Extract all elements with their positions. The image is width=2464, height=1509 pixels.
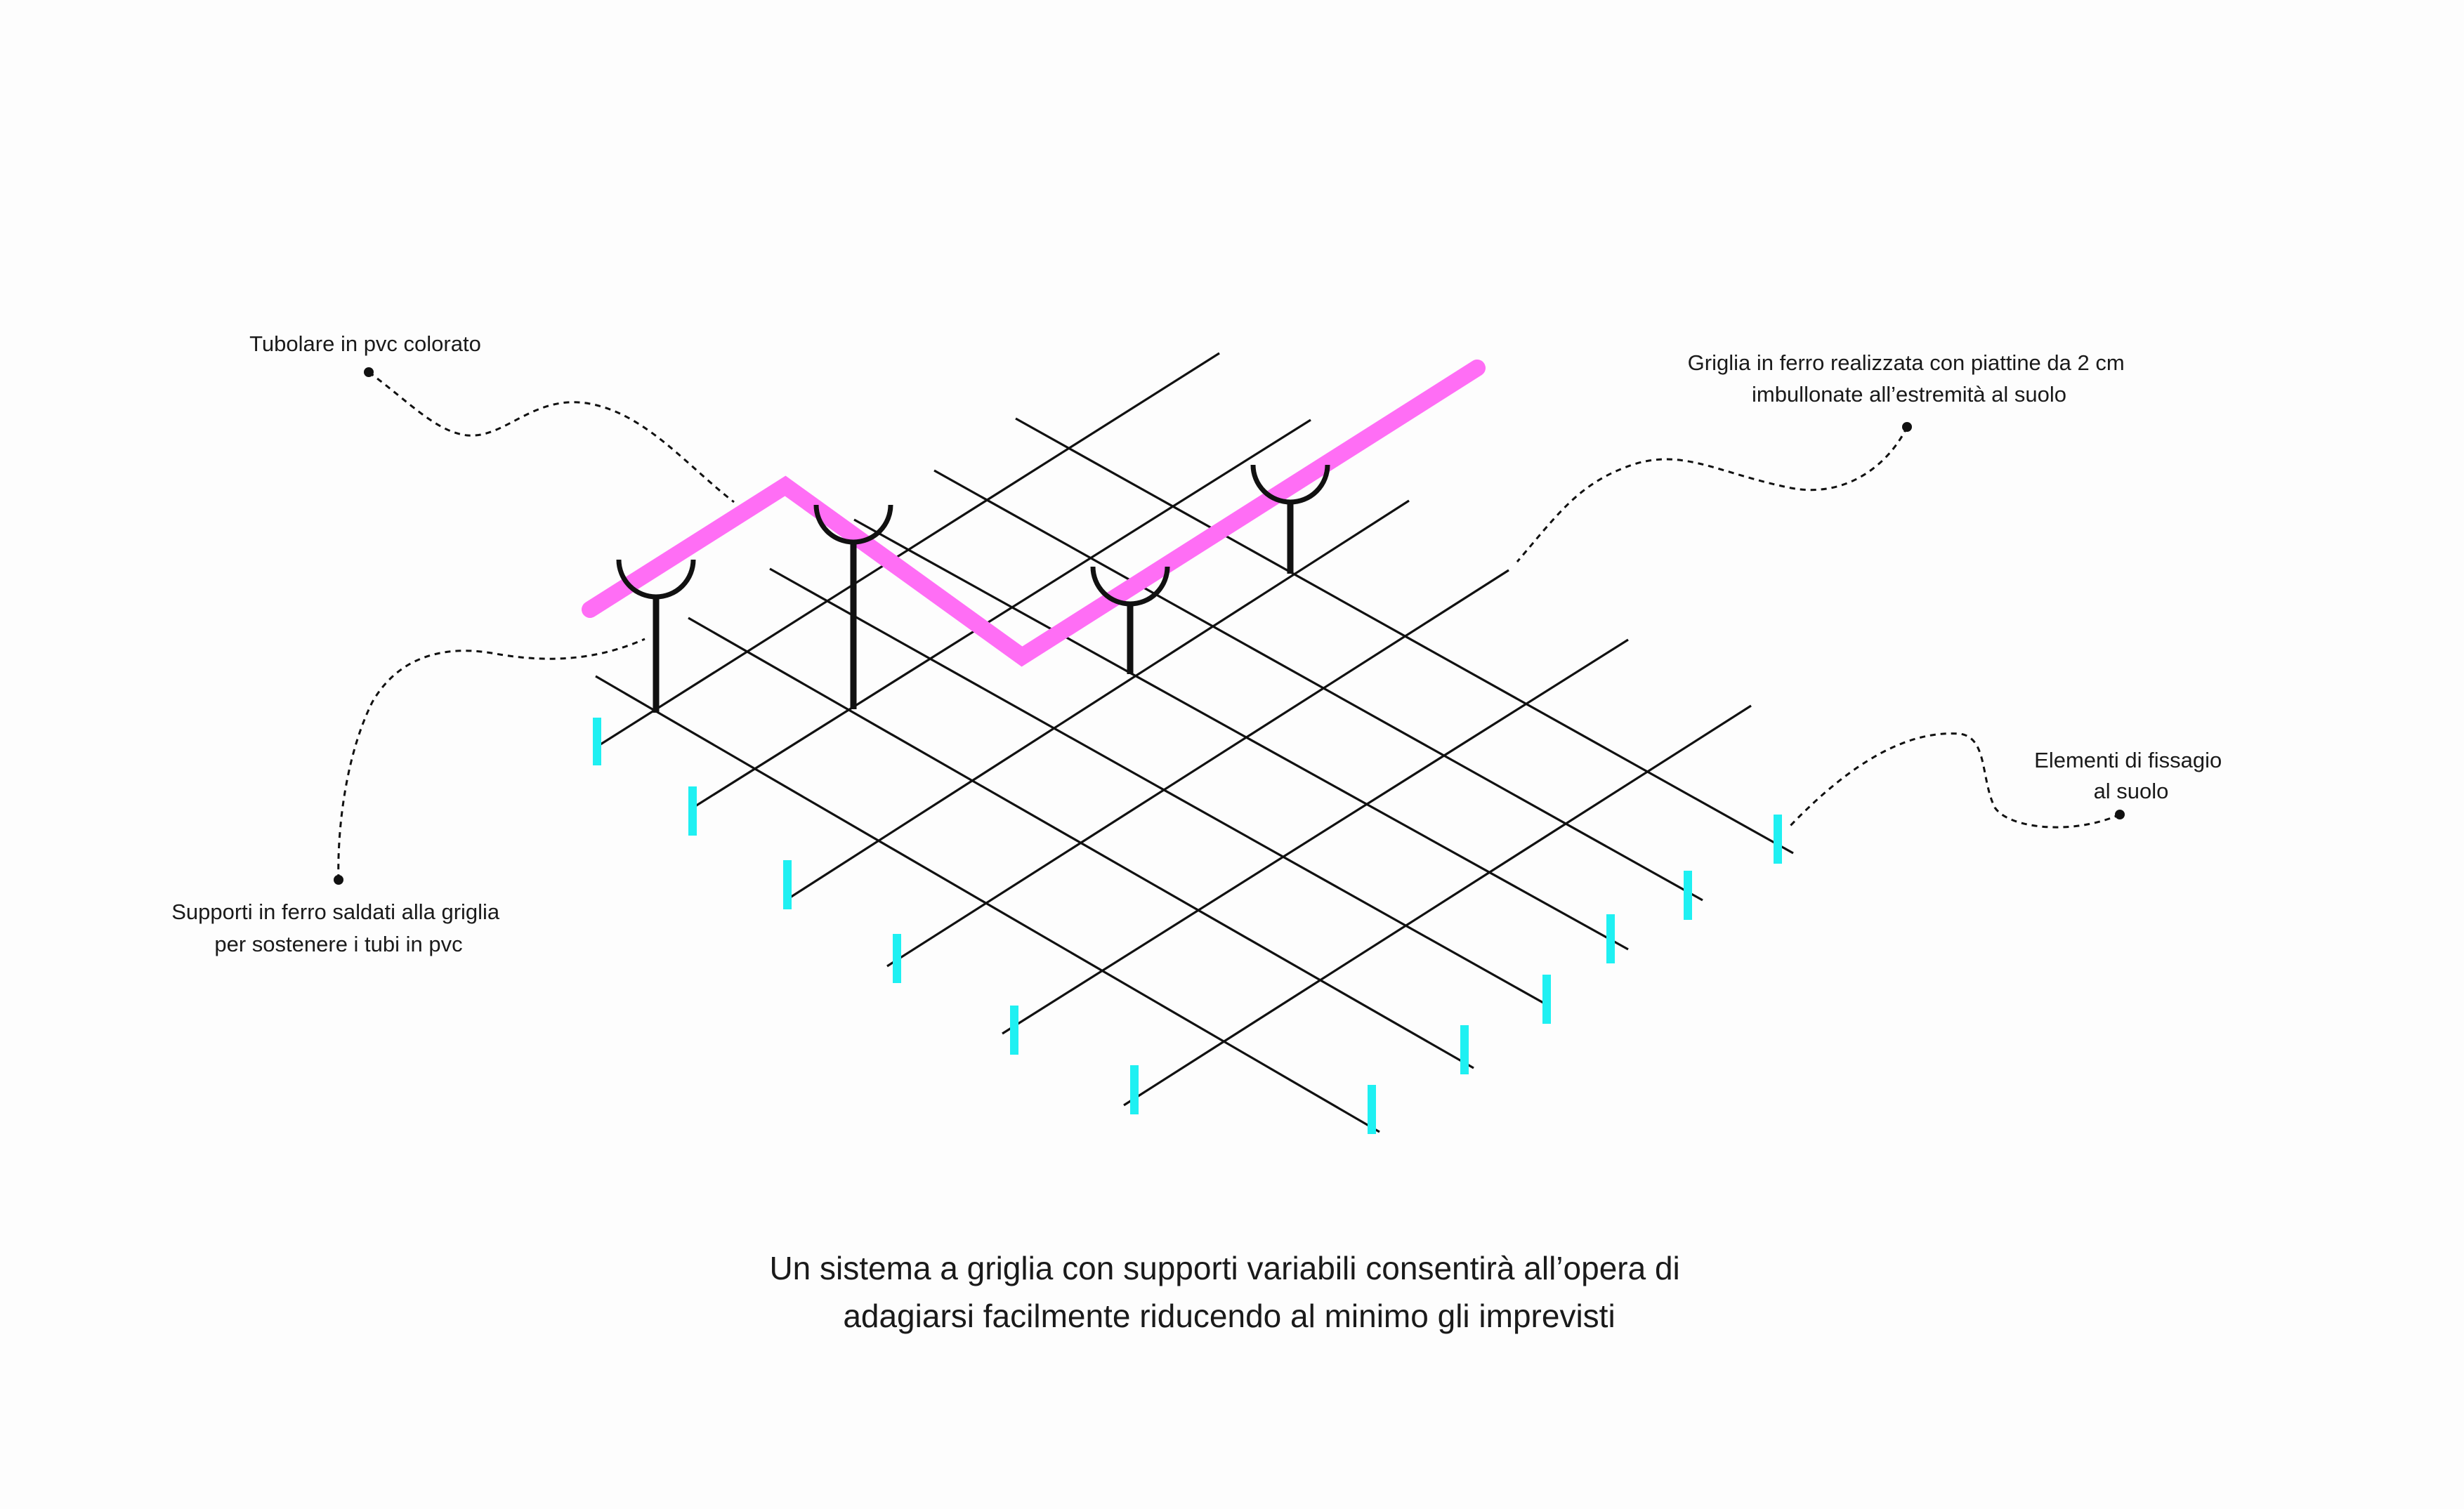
grid-line-se-5 bbox=[688, 617, 1474, 1069]
label-supports-line-2: per sostenere i tubi in pvc bbox=[214, 932, 462, 956]
leader-dot-supports bbox=[334, 875, 343, 885]
label-pvc-tube: Tubolare in pvc colorato bbox=[249, 331, 481, 356]
grid-line-ne-3 bbox=[789, 499, 1410, 899]
grid-line-se-1 bbox=[1015, 417, 1794, 855]
ground-anchors bbox=[593, 718, 1782, 1134]
pvc-tube bbox=[582, 360, 1486, 667]
grid-line-ne-2 bbox=[695, 419, 1311, 808]
label-ground-anchors: Elementi di fissagio al suolo bbox=[2034, 748, 2228, 803]
leader-pvc-tube bbox=[368, 371, 735, 503]
label-ground-anchors-line-1: Elementi di fissagio bbox=[2034, 748, 2222, 772]
caption-line-1: Un sistema a griglia con supporti variab… bbox=[769, 1250, 1679, 1286]
label-pvc-tube-line-1: Tubolare in pvc colorato bbox=[249, 331, 481, 356]
iron-grid bbox=[595, 352, 1794, 1133]
grid-line-ne-6 bbox=[1123, 704, 1752, 1107]
leader-lines bbox=[334, 367, 2125, 885]
grid-line-ne-5 bbox=[1002, 638, 1629, 1035]
label-supports-line-1: Supporti in ferro saldati alla griglia bbox=[171, 900, 500, 924]
leader-ground-anchors bbox=[1786, 732, 2121, 830]
support-cradle bbox=[1090, 566, 1170, 607]
support-cradle bbox=[813, 504, 893, 545]
caption-line-2: adagiarsi facilmente riducendo al minimo… bbox=[843, 1298, 1615, 1334]
support-cradle bbox=[616, 559, 696, 600]
grid-line-se-2 bbox=[933, 469, 1703, 902]
grid-line-ne-1 bbox=[600, 352, 1220, 746]
leader-dot-ground-anchors bbox=[2115, 810, 2125, 819]
label-iron-grid-line-1: Griglia in ferro realizzata con piattine… bbox=[1688, 350, 2125, 375]
leader-iron-grid bbox=[1516, 426, 1908, 562]
label-supports: Supporti in ferro saldati alla griglia p… bbox=[171, 900, 506, 956]
grid-line-se-4 bbox=[769, 567, 1550, 1008]
support-post bbox=[1090, 566, 1170, 674]
caption: Un sistema a griglia con supporti variab… bbox=[769, 1250, 1689, 1334]
label-iron-grid: Griglia in ferro realizzata con piattine… bbox=[1688, 350, 2131, 407]
support-cradle bbox=[1250, 464, 1330, 505]
support-post bbox=[813, 504, 893, 709]
leader-supports bbox=[337, 638, 646, 881]
grid-line-se-6 bbox=[595, 675, 1380, 1133]
supports bbox=[616, 464, 1330, 713]
leader-dot-pvc-tube bbox=[364, 367, 374, 377]
label-ground-anchors-line-2: al suolo bbox=[2094, 779, 2169, 803]
support-post bbox=[616, 559, 696, 713]
support-post bbox=[1250, 464, 1330, 574]
leader-dot-iron-grid bbox=[1902, 422, 1912, 432]
label-iron-grid-line-2: imbullonate all’estremità al suolo bbox=[1752, 382, 2066, 407]
grid-line-se-3 bbox=[853, 518, 1629, 951]
